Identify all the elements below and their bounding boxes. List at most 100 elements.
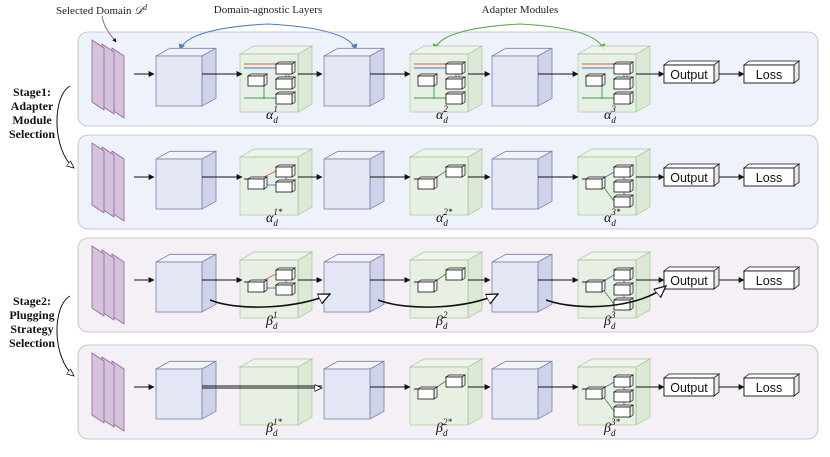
module-front — [613, 196, 631, 208]
module-front — [247, 281, 265, 293]
domain-layer-2 — [323, 150, 385, 210]
adapter-label-greek: β — [435, 314, 443, 329]
adapter-label-sup: 1 — [273, 104, 278, 114]
adapter-label-sup: 3* — [610, 207, 621, 217]
cube-front — [491, 261, 539, 313]
module-front — [613, 391, 631, 403]
adapter-label-sub: d — [443, 115, 448, 125]
module-front — [275, 284, 293, 296]
adapter-label-greek: β — [265, 421, 273, 436]
cube-side — [201, 253, 217, 313]
module-side — [629, 164, 634, 178]
adapter-wire — [263, 170, 277, 178]
adapter-label-greek: α — [266, 211, 274, 226]
adapter-label-sub: d — [611, 115, 616, 125]
cube-front — [323, 261, 371, 313]
cube-front — [491, 158, 539, 210]
adapter-label-sub: d — [611, 321, 616, 331]
module-side — [629, 282, 634, 296]
loss-box-side — [793, 60, 800, 84]
cube-front — [491, 55, 539, 107]
module-side — [629, 76, 634, 90]
adapter-cube-side — [467, 45, 483, 113]
output-box: Output — [662, 266, 721, 290]
output-box-side — [713, 373, 720, 397]
cube-side — [537, 360, 553, 420]
module-side — [433, 279, 438, 293]
adapter-cube-side — [297, 45, 313, 113]
adapter-cube-front — [239, 366, 299, 426]
adapter-label-greek: α — [604, 108, 612, 123]
module-front — [275, 63, 293, 75]
module-front — [445, 376, 463, 388]
module-side — [291, 282, 296, 296]
adapter-label: α1*d — [266, 207, 283, 228]
adapter-cube-side — [467, 251, 483, 319]
module-front — [417, 388, 435, 400]
adapter-cube-side — [635, 148, 651, 216]
module-side — [629, 389, 634, 403]
module-front — [445, 166, 463, 178]
module-side — [263, 73, 268, 87]
loss-box-side — [793, 266, 800, 290]
stage-label-line: Module — [12, 113, 52, 127]
adapter-label-greek: α — [266, 108, 274, 123]
input-slice — [91, 245, 105, 317]
cube-side — [369, 150, 385, 210]
adapter-label: α2*d — [436, 207, 453, 228]
output-box-side — [713, 266, 720, 290]
bypass-arrow-1 — [209, 293, 330, 308]
module-front — [275, 181, 293, 193]
input-slice — [91, 352, 105, 424]
loss-box-front — [743, 167, 795, 187]
input-domain-stack — [91, 142, 125, 222]
module-front — [247, 178, 265, 190]
adapter-label-sub: d — [273, 428, 278, 438]
adapter-label-greek: β — [603, 421, 611, 436]
adapter-label-sub: d — [443, 218, 448, 228]
output-box-side — [713, 163, 720, 187]
module-front — [247, 75, 265, 87]
adapter-cube-side — [635, 45, 651, 113]
loss-box-text: Loss — [756, 68, 782, 82]
output-box-front — [663, 377, 715, 397]
adapter-cube-side — [297, 148, 313, 216]
module-side — [629, 267, 634, 281]
cube-side — [369, 47, 385, 107]
stage-label-line: Plugging — [9, 308, 54, 322]
module-side — [461, 61, 466, 75]
loss-box-text: Loss — [756, 171, 782, 185]
cube-front — [155, 158, 203, 210]
adapter-label: β2*d — [435, 417, 452, 438]
module-front — [445, 78, 463, 90]
loss-box-top — [742, 266, 801, 272]
stage-label-line: Strategy — [10, 322, 53, 336]
output-box-front — [663, 64, 715, 84]
domain-layer-1 — [155, 150, 217, 210]
loss-box-side — [793, 373, 800, 397]
module-front — [613, 166, 631, 178]
adapter-label-sup: 3* — [610, 417, 621, 427]
module-front — [585, 178, 603, 190]
adapter-label: β3*d — [603, 417, 620, 438]
module-front — [613, 284, 631, 296]
module-front — [275, 269, 293, 281]
loss-box-text: Loss — [756, 381, 782, 395]
cube-side — [201, 360, 217, 420]
domain-layer-1 — [155, 253, 217, 313]
module-side — [629, 179, 634, 193]
output-box-front — [663, 167, 715, 187]
stage-label-line: Stage2: — [13, 294, 51, 308]
adapter-label-sub: d — [443, 321, 448, 331]
module-side — [433, 176, 438, 190]
module-front — [417, 75, 435, 87]
